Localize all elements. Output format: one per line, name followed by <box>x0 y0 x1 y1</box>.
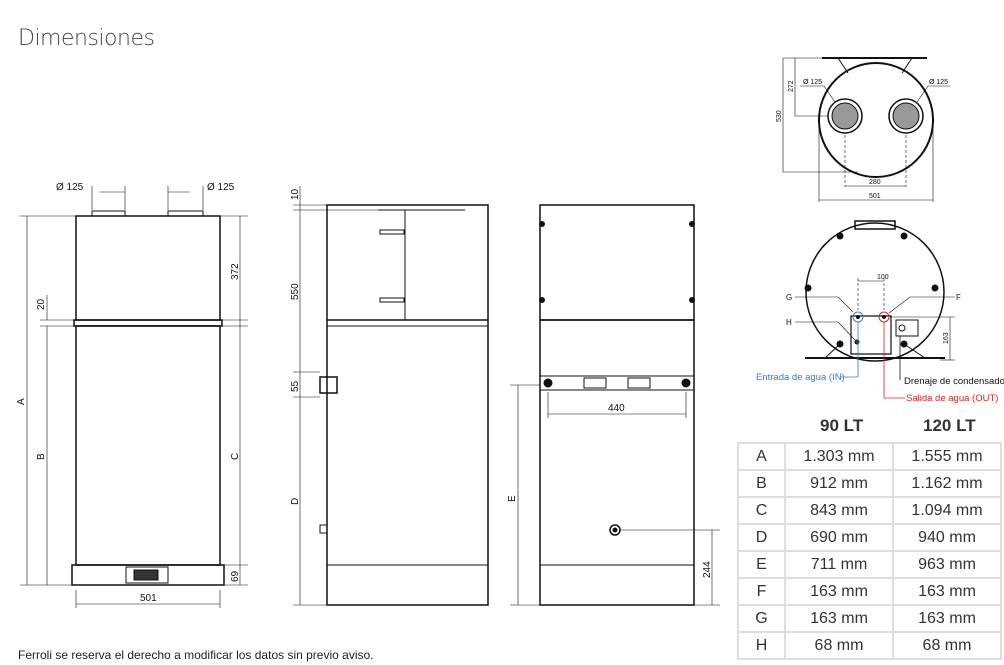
dim-10-label: 10 <box>290 188 301 200</box>
value-v120: 1.094 mm <box>892 496 1002 525</box>
front-outlet-left-label: Ø 125 <box>56 182 84 193</box>
dim-E-label: E <box>507 495 518 502</box>
row-key: H <box>737 631 786 660</box>
dim-280-label: 280 <box>869 179 881 186</box>
value-v90: 163 mm <box>784 577 894 606</box>
front-width-label: 501 <box>140 593 157 604</box>
top-view <box>782 57 950 202</box>
dim-372-label: 372 <box>230 263 241 280</box>
dim-55-label: 55 <box>290 380 301 392</box>
row-key: C <box>737 496 786 525</box>
dim-C-label: C <box>230 453 241 460</box>
dim-A-label: A <box>16 398 27 405</box>
rear-view <box>510 204 720 606</box>
water-out-label: Salida de agua (OUT) <box>906 393 998 404</box>
water-in-label: Entrada de agua (IN) <box>756 372 845 383</box>
row-key: A <box>737 442 786 471</box>
dim-D-label: D <box>290 498 301 505</box>
dim-550-label: 550 <box>290 283 301 300</box>
value-v90: 912 mm <box>784 469 894 498</box>
row-key: D <box>737 523 786 552</box>
bottom-view <box>795 220 955 399</box>
dim-20-label: 20 <box>36 298 47 310</box>
dim-272-label: 272 <box>788 80 795 92</box>
top-outlet-right-label: Ø 125 <box>929 79 948 86</box>
dim-440-label: 440 <box>608 403 625 414</box>
front-outlet-right-label: Ø 125 <box>207 182 235 193</box>
value-v120: 1.555 mm <box>892 442 1002 471</box>
side-view <box>293 186 489 606</box>
top-outlet-left-label: Ø 125 <box>803 79 822 86</box>
row-key: G <box>737 604 786 633</box>
dim-B-label: B <box>36 453 47 460</box>
value-v90: 1.303 mm <box>784 442 894 471</box>
value-v120: 68 mm <box>892 631 1002 660</box>
label-F: F <box>956 293 961 302</box>
dim-530-label: 530 <box>776 110 783 122</box>
dim-100-label: 100 <box>877 274 889 281</box>
value-v120: 163 mm <box>892 577 1002 606</box>
dim-244-label: 244 <box>702 561 713 578</box>
value-v90: 711 mm <box>784 550 894 579</box>
dim-163-label: 163 <box>943 332 950 344</box>
value-v90: 68 mm <box>784 631 894 660</box>
dim-69-label: 69 <box>230 570 241 582</box>
disclaimer: Ferroli se reserva el derecho a modifica… <box>18 648 374 662</box>
table-header-90lt: 90 LT <box>820 416 864 435</box>
front-view <box>20 186 248 608</box>
value-v120: 940 mm <box>892 523 1002 552</box>
value-v90: 843 mm <box>784 496 894 525</box>
label-H: H <box>786 318 792 327</box>
value-v120: 163 mm <box>892 604 1002 633</box>
row-key: B <box>737 469 786 498</box>
dim-501-label: 501 <box>869 193 881 200</box>
condensate-drain-label: Drenaje de condensados <box>904 376 1004 387</box>
value-v90: 690 mm <box>784 523 894 552</box>
value-v90: 163 mm <box>784 604 894 633</box>
table-header-120lt: 120 LT <box>923 416 976 435</box>
value-v120: 963 mm <box>892 550 1002 579</box>
label-G: G <box>786 293 792 302</box>
row-key: F <box>737 577 786 606</box>
page-title: Dimensiones <box>18 26 155 51</box>
row-key: E <box>737 550 786 579</box>
value-v120: 1.162 mm <box>892 469 1002 498</box>
